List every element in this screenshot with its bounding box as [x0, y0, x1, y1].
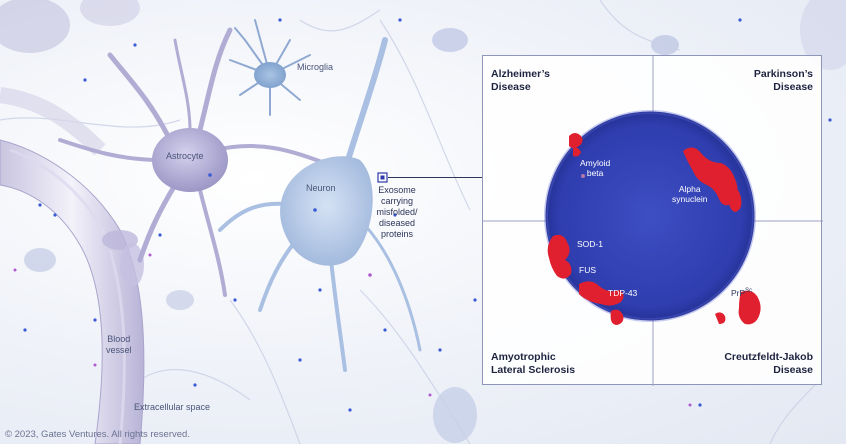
blood-vessel-label: Blood vessel: [106, 334, 132, 355]
disease-panel: Alzheimer’s Disease Parkinson’s Disease …: [482, 55, 823, 386]
microglia-body: [254, 62, 286, 88]
tdp43-label: TDP-43: [608, 288, 638, 298]
exosome-marker-icon: [377, 172, 388, 183]
exosome-label: Exosome carrying misfolded/ diseased pro…: [376, 185, 418, 239]
particle: [581, 174, 585, 178]
fus-label: FUS: [579, 265, 596, 275]
copyright-text: © 2023, Gates Ventures. All rights reser…: [5, 429, 190, 440]
panel-graphic: [483, 56, 823, 386]
prp-label: PrPSc: [731, 287, 753, 298]
alpha-synuclein-label: Alpha synuclein: [672, 184, 708, 204]
als-title: Amyotrophic Lateral Sclerosis: [491, 351, 576, 376]
cjd-title: Creutzfeldt-Jakob Disease: [724, 351, 813, 376]
parkinsons-title: Parkinson’s Disease: [753, 68, 813, 93]
amyloid-beta-label: Amyloid beta: [580, 158, 611, 178]
background-fibers: [0, 0, 821, 444]
particles-magenta: [13, 253, 692, 407]
protein-aggregates: [547, 133, 761, 325]
extracellular-label: Extracellular space: [134, 402, 211, 412]
blood-vessel: [0, 87, 145, 444]
neuron-body: [280, 156, 373, 266]
microglia-label: Microglia: [297, 62, 334, 72]
astrocyte-processes: [58, 27, 332, 297]
particles: [23, 18, 832, 412]
neuron-label: Neuron: [306, 183, 336, 193]
astrocyte-label: Astrocyte: [166, 151, 204, 161]
sod1-label: SOD-1: [577, 239, 603, 249]
alzheimers-title: Alzheimer’s Disease: [491, 68, 550, 93]
